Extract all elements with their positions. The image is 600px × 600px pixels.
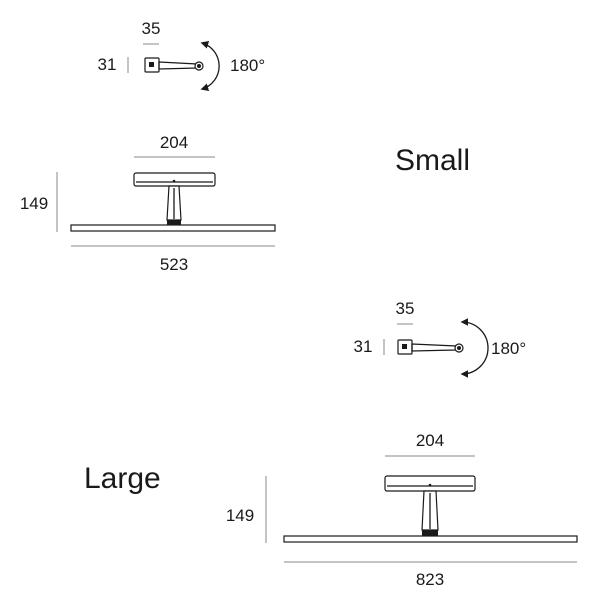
large-height-label: 31 [354,337,373,356]
large-lamp-drawing [283,475,578,543]
small-top-view: 35 31 180° [98,19,265,91]
large-head-width-label: 204 [416,431,444,450]
small-overall-height-label: 149 [20,194,48,213]
small-bar-length-label: 523 [160,255,188,274]
small-head-width-label: 204 [160,133,188,152]
small-front-view: 204 149 523 [20,133,276,274]
small-rotation-label: 180° [230,56,265,75]
small-lamp-drawing [70,172,276,232]
large-front-view: 204 149 823 [226,431,578,589]
large-overall-height-label: 149 [226,506,254,525]
small-depth-label: 35 [142,19,161,38]
large-title: Large [84,462,161,495]
small-title: Small [395,144,470,177]
large-rotation-label: 180° [491,339,526,358]
large-variant: 35 31 180° Large 204 149 [84,299,578,589]
large-bar-length-label: 823 [416,570,444,589]
small-variant: 35 31 180° Small 204 149 [20,19,470,274]
large-top-view: 35 31 180° [354,299,526,378]
small-arm-icon [144,57,204,73]
large-rotation-arc [460,318,489,378]
small-height-label: 31 [98,55,117,74]
small-rotation-arc [200,41,220,91]
large-depth-label: 35 [396,299,415,318]
large-arm-icon [397,339,464,355]
